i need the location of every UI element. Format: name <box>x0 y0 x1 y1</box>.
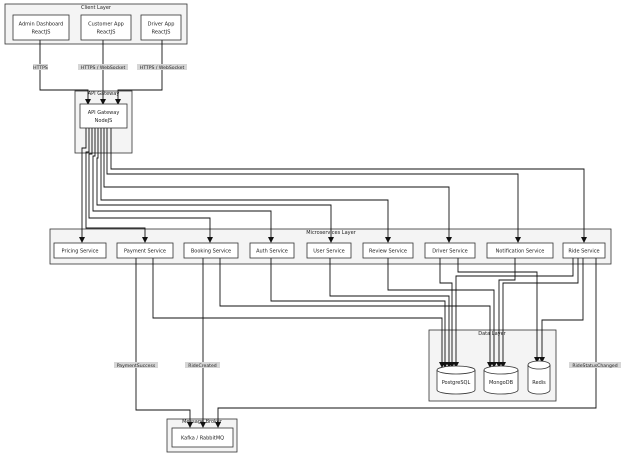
mongodb-node: MongoDB <box>483 365 519 395</box>
edge-gateway-to-pricing <box>79 128 87 243</box>
client-layer-title: Client Layer <box>81 5 112 11</box>
admin-dashboard-node: Admin Dashboard ReactJS <box>12 14 70 41</box>
ride-service-node: Ride Service <box>562 242 606 259</box>
driver-app-name: Driver App <box>148 22 175 28</box>
edge-ride-to-broker <box>215 258 597 428</box>
pricing-service-node: Pricing Service <box>53 242 107 259</box>
api-gateway-tech: NodeJS <box>95 118 113 124</box>
edge-payment-to-broker <box>135 258 193 428</box>
edge-label-payment-success: PaymentSuccess <box>117 363 156 369</box>
admin-dashboard-name: Admin Dashboard <box>19 22 64 28</box>
edge-gateway-to-auth <box>92 128 274 243</box>
edge-booking-to-mongo <box>219 258 493 368</box>
notification-service-label: Notification Service <box>496 249 545 255</box>
data-layer-title: Data Layer <box>478 331 506 337</box>
kafka-rabbitmq-label: Kafka / RabbitMQ <box>181 436 224 442</box>
redis-node: Redis <box>527 360 551 395</box>
edge-review-to-mongo <box>387 258 497 368</box>
postgresql-label: PostgreSQL <box>442 380 471 386</box>
edge-user-to-postgres <box>329 258 452 368</box>
api-gateway-group-title: API Gateway <box>88 91 120 97</box>
microservices-layer-title: Microservices Layer <box>306 230 356 236</box>
notification-service-node: Notification Service <box>486 242 554 259</box>
mongodb-label: MongoDB <box>489 380 514 386</box>
edge-gateway-to-notification <box>106 128 521 243</box>
pricing-service-label: Pricing Service <box>62 249 99 255</box>
message-broker-group-title: Message Broker <box>182 419 223 425</box>
edge-driver-to-redis <box>457 258 540 363</box>
edge-labels: HTTPS HTTPS / WebSocket HTTPS / WebSocke… <box>33 64 621 369</box>
edge-auth-to-postgres <box>270 258 448 368</box>
customer-app-name: Customer App <box>88 22 124 28</box>
user-service-label: User Service <box>313 249 344 255</box>
booking-service-node: Booking Service <box>183 242 239 259</box>
customer-app-node: Customer App ReactJS <box>80 14 132 41</box>
customer-app-tech: ReactJS <box>97 30 116 36</box>
kafka-rabbitmq-node: Kafka / RabbitMQ <box>171 427 234 448</box>
edges <box>39 40 597 428</box>
edge-label-ride-status-changed: RideStatusChanged <box>572 363 617 369</box>
api-gateway-node: API Gateway NodeJS <box>79 103 128 129</box>
user-service-node: User Service <box>306 242 352 259</box>
booking-service-label: Booking Service <box>191 249 231 255</box>
edge-gateway-to-driver-service <box>103 128 452 243</box>
api-gateway-name: API Gateway <box>88 110 120 116</box>
edge-gateway-to-review <box>100 128 391 243</box>
driver-service-label: Driver Service <box>432 249 467 255</box>
edge-payment-to-postgres <box>152 258 445 368</box>
postgresql-node: PostgreSQL <box>436 365 476 395</box>
driver-service-node: Driver Service <box>424 242 476 259</box>
redis-label: Redis <box>532 380 546 386</box>
edge-label-https-websocket-customer: HTTPS / WebSocket <box>81 65 126 71</box>
edge-ride-to-redis <box>539 258 584 363</box>
edge-label-https-websocket-driver: HTTPS / WebSocket <box>140 65 185 71</box>
edge-ride-to-postgres <box>453 258 574 368</box>
driver-app-tech: ReactJS <box>152 30 171 36</box>
edge-ride-to-mongo <box>500 258 579 368</box>
admin-dashboard-tech: ReactJS <box>32 30 51 36</box>
auth-service-node: Auth Service <box>249 242 295 259</box>
edge-label-ride-created: RideCreated <box>188 363 216 369</box>
edge-label-https: HTTPS <box>33 65 48 71</box>
payment-service-label: Payment Service <box>124 249 166 255</box>
review-service-label: Review Service <box>369 249 407 255</box>
edge-driver-to-postgres <box>439 258 455 368</box>
edge-gateway-to-user <box>96 128 334 243</box>
edge-gateway-to-booking <box>88 128 213 243</box>
ride-service-label: Ride Service <box>568 249 599 255</box>
driver-app-node: Driver App ReactJS <box>140 14 182 41</box>
payment-service-node: Payment Service <box>116 242 174 259</box>
edge-notification-to-mongo <box>496 258 516 368</box>
auth-service-label: Auth Service <box>256 249 288 255</box>
review-service-node: Review Service <box>362 242 414 259</box>
edge-gateway-to-payment <box>85 128 148 243</box>
edge-gateway-to-ride <box>110 128 587 243</box>
